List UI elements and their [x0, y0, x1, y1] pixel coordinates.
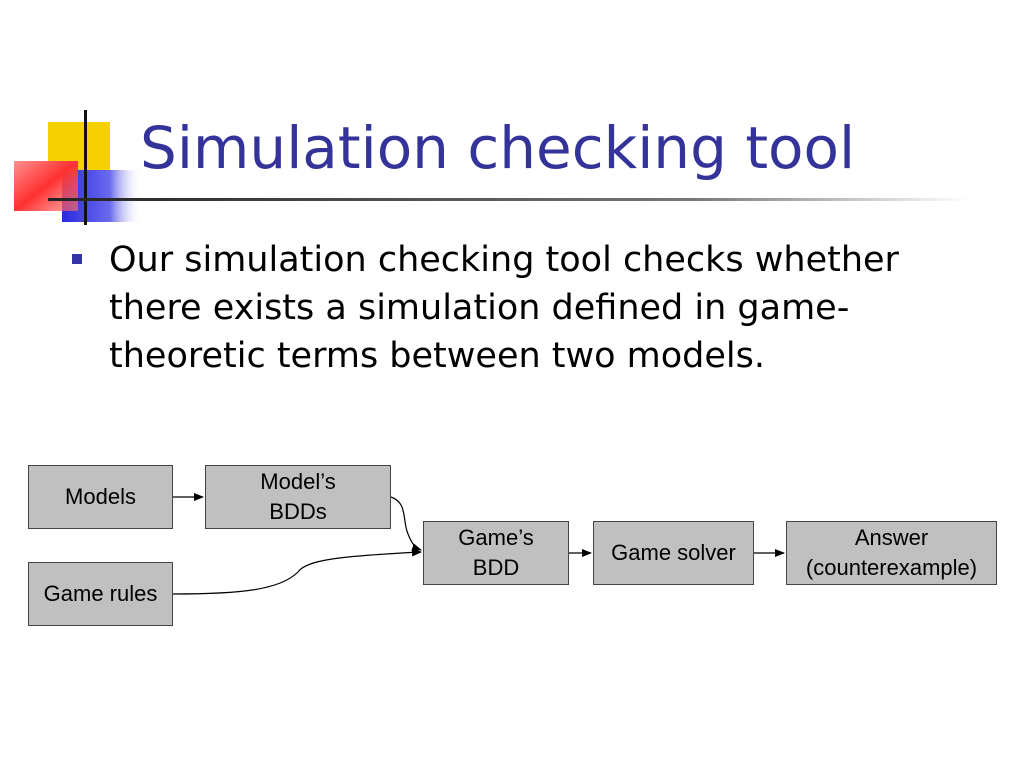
arrow-model-bdds-to-game-bdd [390, 496, 422, 551]
bullet-text: Our simulation checking tool checks whet… [109, 240, 899, 376]
title-decoration [14, 110, 968, 225]
deco-vertical-line [84, 110, 87, 225]
node-game-solver: Game solver [593, 521, 754, 585]
deco-red-square [14, 161, 78, 211]
node-game-rules: Game rules [28, 562, 173, 626]
bullet-square-icon [72, 254, 82, 264]
node-game-bdd: Game’s BDD [423, 521, 569, 585]
arrow-game-rules-to-game-bdd [172, 548, 422, 595]
slide-title: Simulation checking tool [140, 114, 856, 182]
node-models: Models [28, 465, 173, 529]
title-underline [48, 198, 968, 201]
node-model-bdds: Model’s BDDs [205, 465, 391, 529]
node-answer: Answer (counterexample) [786, 521, 997, 585]
